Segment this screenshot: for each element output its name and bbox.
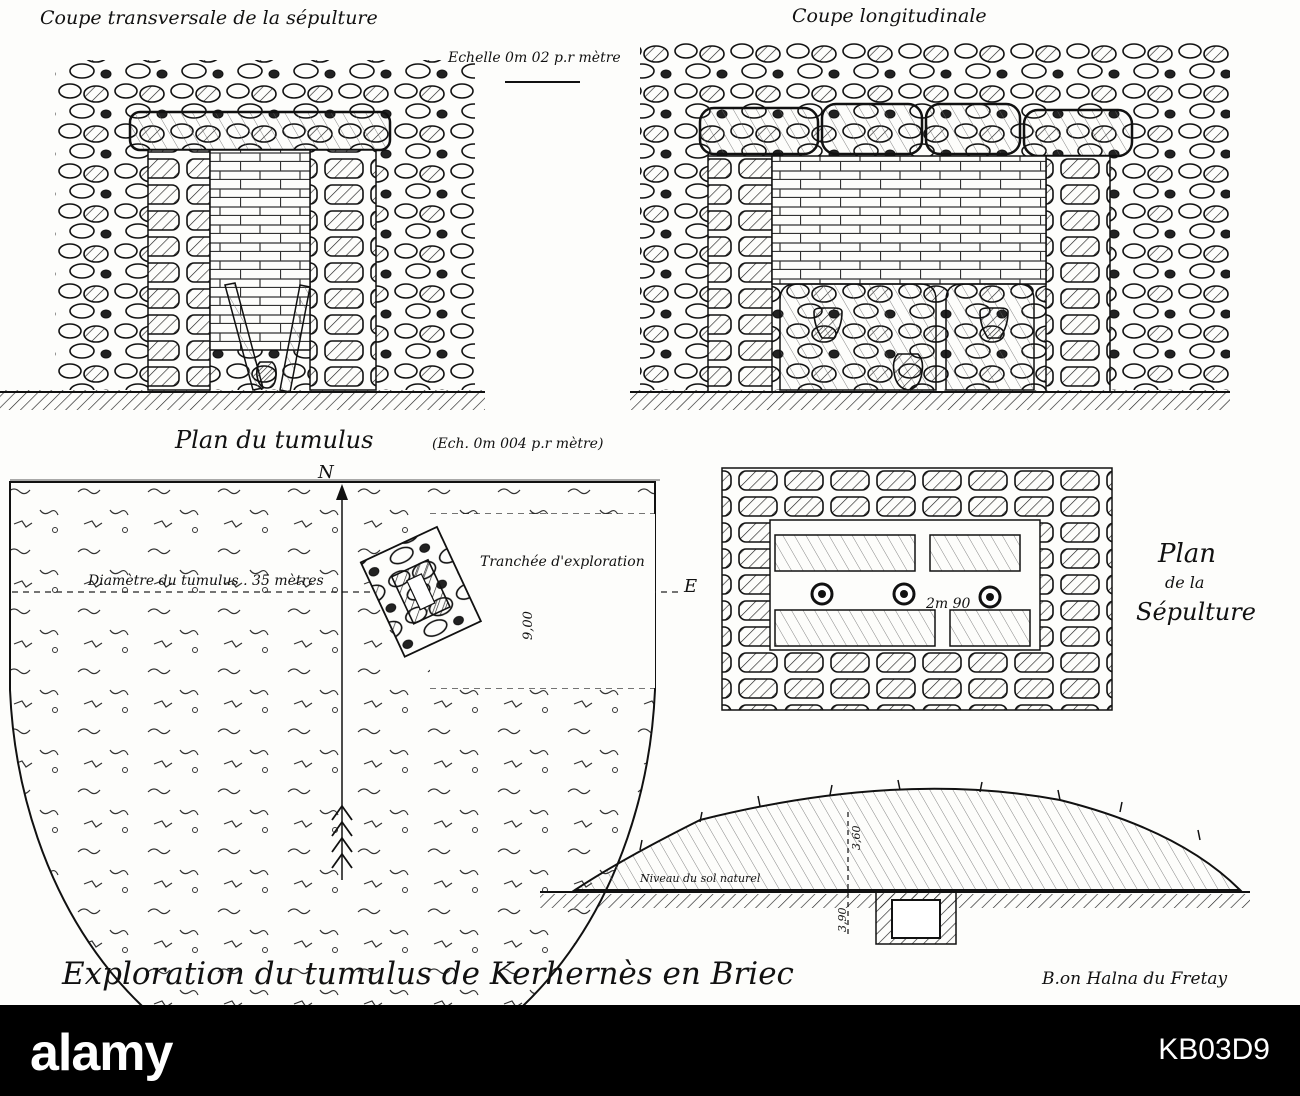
ground-hatch: [630, 390, 1230, 410]
tumulus-plan-scale: (Ech. 0m 004 p.r mètre): [432, 436, 603, 452]
sections-scale: Echelle 0m 02 p.r mètre: [447, 50, 621, 66]
watermark-image-id: KB03D9: [1158, 1033, 1270, 1066]
urn: [256, 361, 277, 389]
tomb-plan-title-3: Sépulture: [1136, 598, 1256, 626]
urn: [979, 307, 1009, 339]
urn: [813, 307, 843, 339]
tomb-plan-title-2: de la: [1165, 573, 1204, 592]
trench-label: Tranchée d'exploration: [480, 554, 645, 570]
trench-width-label: 9,00: [521, 611, 536, 640]
watermark-logo: alamy: [30, 1024, 173, 1082]
capstone: [1022, 108, 1134, 158]
tomb-plan: [721, 467, 1113, 711]
left-wall: [147, 149, 211, 391]
leaning-slab: [224, 282, 264, 391]
north-arrow-icon: [336, 484, 348, 500]
tomb-plan-title-1: Plan: [1157, 539, 1216, 569]
capstone: [924, 102, 1022, 156]
depth-label: 3,90: [836, 908, 849, 933]
main-title: Exploration du tumulus de Kerhernès en B…: [61, 956, 794, 992]
east-label: E: [683, 576, 697, 597]
author-signature: B.on Halna du Fretay: [1041, 969, 1228, 989]
left-wall: [707, 155, 773, 393]
watermark-bar: alamy KB03D9: [0, 1005, 1300, 1096]
urn: [892, 353, 924, 391]
ground-hatch: [0, 390, 485, 410]
transverse-section: [0, 60, 485, 410]
capstone: [128, 110, 392, 152]
capstone: [698, 106, 820, 156]
tumulus-plan-title: Plan du tumulus: [174, 426, 373, 454]
right-wall: [309, 149, 377, 391]
back-wall: [771, 155, 1047, 285]
capstone: [820, 102, 924, 156]
transverse-section-title: Coupe transversale de la sépulture: [40, 7, 378, 29]
natural-ground-label: Niveau du sol naturel: [639, 872, 761, 885]
plate-drawing: Coupe transversale de la sépulture Coupe…: [0, 5, 1256, 1005]
tumulus-plan: [9, 479, 680, 1005]
tomb-dimension-label: 2m 90: [925, 596, 971, 612]
right-wall: [1045, 155, 1111, 393]
north-label: N: [317, 462, 335, 483]
longitudinal-section-title: Coupe longitudinale: [792, 5, 987, 27]
mound-profile: [571, 787, 1243, 891]
archaeological-plate: Coupe transversale de la sépulture Coupe…: [0, 5, 1256, 1005]
grass-tufts: [639, 779, 1201, 851]
diameter-label: Diamètre du tumulus . 35 mètres: [87, 573, 324, 589]
longitudinal-section: [630, 40, 1230, 410]
arrow-tail-icon: [331, 804, 353, 869]
burial-mound: [359, 525, 483, 658]
tumulus-profile: [540, 779, 1250, 945]
mound-height-label: 3,60: [850, 826, 863, 851]
